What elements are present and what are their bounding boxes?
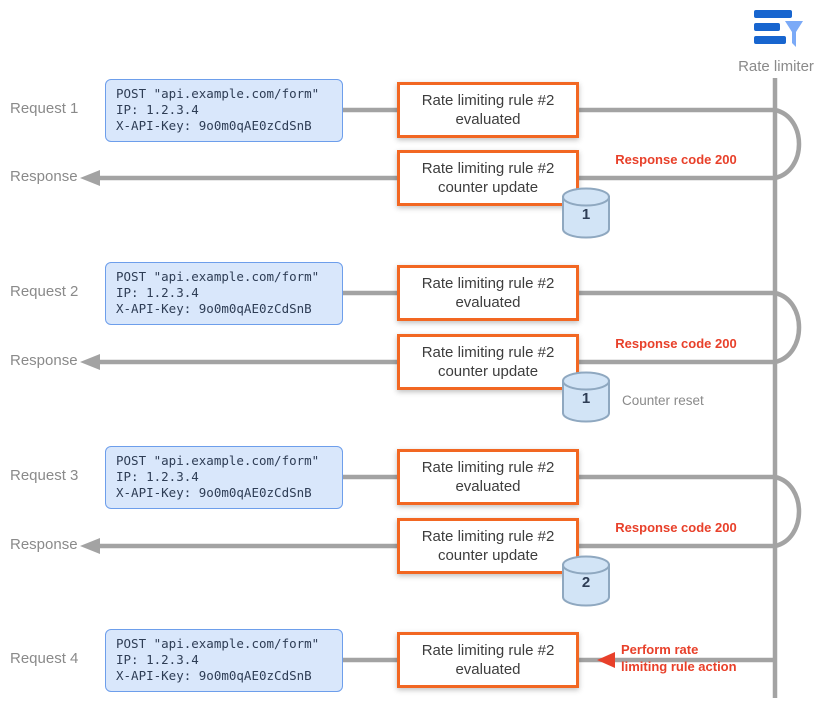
request-payload-box-3: POST "api.example.com/form" IP: 1.2.3.4 …	[105, 446, 343, 509]
response-code-note-2: Response code 200	[615, 336, 737, 351]
rule-evaluated-box-4: Rate limiting rule #2 evaluated	[397, 632, 579, 688]
payload-line: IP: 1.2.3.4	[116, 469, 199, 484]
rule-action-note: Perform rate limiting rule action	[621, 641, 737, 675]
counter-value-3: 2	[581, 574, 591, 591]
counter-reset-note: Counter reset	[622, 393, 704, 408]
payload-line: X-API-Key: 9o0m0qAE0zCdSnB	[116, 668, 312, 683]
payload-line: IP: 1.2.3.4	[116, 652, 199, 667]
rule-counter-update-box-3: Rate limiting rule #2 counter update	[397, 518, 579, 574]
payload-line: POST "api.example.com/form"	[116, 636, 320, 651]
payload-line: POST "api.example.com/form"	[116, 453, 320, 468]
rule-action-note-line-2: limiting rule action	[621, 659, 737, 674]
processing-loop-arc-2	[774, 290, 802, 365]
rule-action-note-line-1: Perform rate	[621, 642, 699, 657]
payload-line: POST "api.example.com/form"	[116, 269, 320, 284]
row-label-response-1: Response	[10, 168, 78, 185]
row-label-request-3: Request 3	[10, 467, 79, 484]
rule-counter-update-box-1: Rate limiting rule #2 counter update	[397, 150, 579, 206]
response-code-note-1: Response code 200	[615, 152, 737, 167]
payload-line: X-API-Key: 9o0m0qAE0zCdSnB	[116, 301, 312, 316]
payload-line: POST "api.example.com/form"	[116, 86, 320, 101]
processing-loop-arc-3	[774, 474, 802, 549]
response-code-note-3: Response code 200	[615, 520, 737, 535]
payload-line: IP: 1.2.3.4	[116, 285, 199, 300]
rule-evaluated-box-3: Rate limiting rule #2 evaluated	[397, 449, 579, 505]
request-payload-box-1: POST "api.example.com/form" IP: 1.2.3.4 …	[105, 79, 343, 142]
counter-value-2: 1	[581, 390, 591, 407]
rule-evaluated-box-2: Rate limiting rule #2 evaluated	[397, 265, 579, 321]
counter-db-icon-2	[562, 371, 610, 423]
response-2-arrowhead-icon	[80, 354, 100, 370]
row-label-response-2: Response	[10, 352, 78, 369]
request-payload-box-2: POST "api.example.com/form" IP: 1.2.3.4 …	[105, 262, 343, 325]
request-payload-box-4: POST "api.example.com/form" IP: 1.2.3.4 …	[105, 629, 343, 692]
row-label-response-3: Response	[10, 536, 78, 553]
counter-db-icon-1	[562, 187, 610, 239]
counter-value-1: 1	[581, 206, 591, 223]
rule-counter-update-box-2: Rate limiting rule #2 counter update	[397, 334, 579, 390]
row-label-request-4: Request 4	[10, 650, 79, 667]
processing-loop-arc-1	[774, 107, 802, 181]
row-label-request-2: Request 2	[10, 283, 79, 300]
response-1-arrowhead-icon	[80, 170, 100, 186]
action-arrowhead-icon	[597, 652, 615, 668]
rule-evaluated-box-1: Rate limiting rule #2 evaluated	[397, 82, 579, 138]
payload-line: X-API-Key: 9o0m0qAE0zCdSnB	[116, 118, 312, 133]
payload-line: IP: 1.2.3.4	[116, 102, 199, 117]
counter-db-icon-3	[562, 555, 610, 607]
rate-limiter-label: Rate limiter	[738, 58, 814, 75]
response-3-arrowhead-icon	[80, 538, 100, 554]
rate-limiter-icon	[754, 10, 803, 47]
payload-line: X-API-Key: 9o0m0qAE0zCdSnB	[116, 485, 312, 500]
row-label-request-1: Request 1	[10, 100, 79, 117]
